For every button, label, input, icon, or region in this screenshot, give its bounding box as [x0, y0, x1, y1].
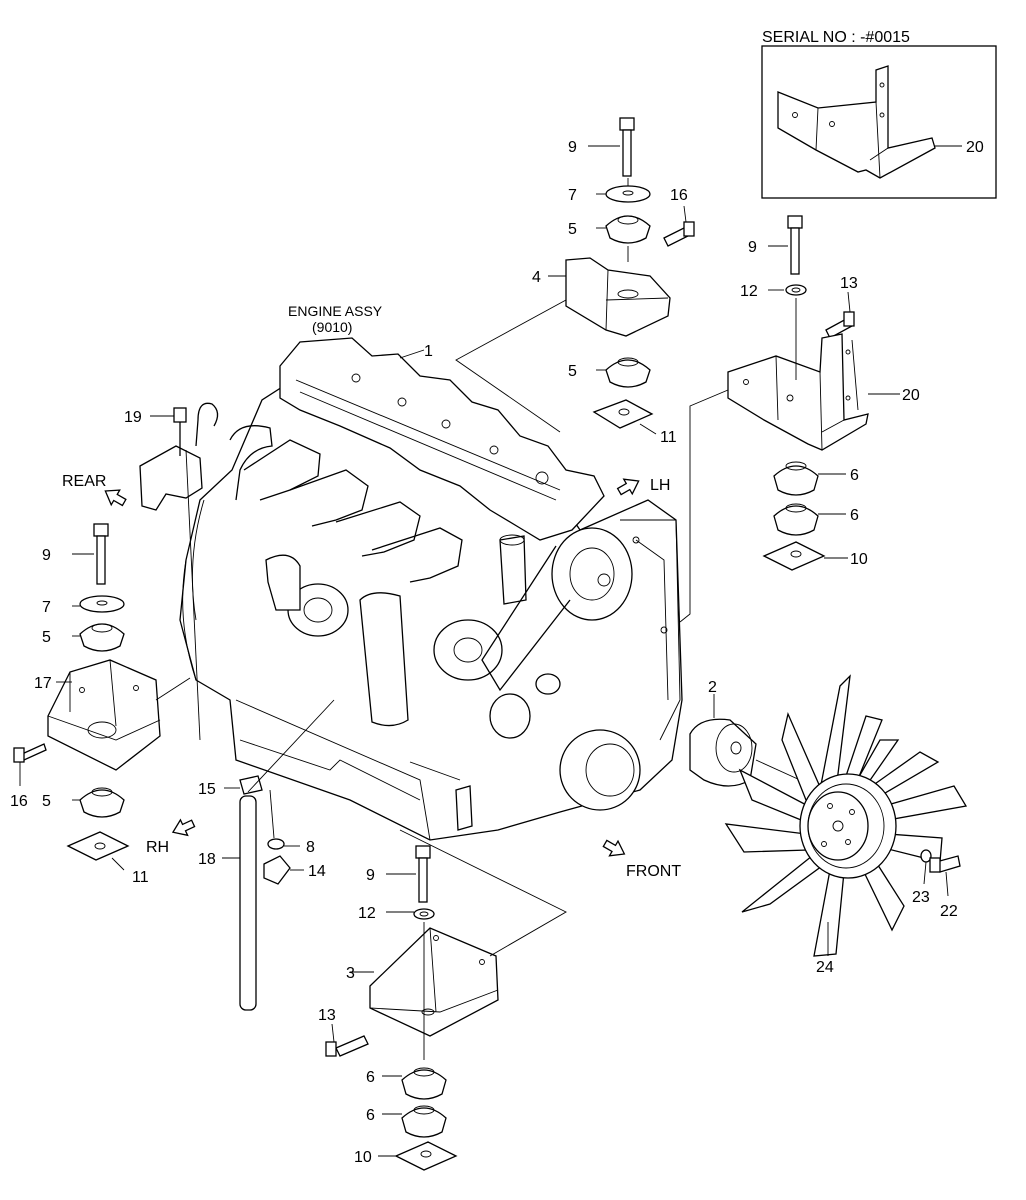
serial-label: SERIAL NO : -#0015: [762, 29, 910, 46]
callout-3: 3: [346, 965, 355, 982]
callout-18: 18: [198, 851, 216, 868]
callout-11-top: 11: [660, 429, 677, 446]
callout-15: 15: [198, 781, 216, 798]
fan-assembly: [689, 674, 968, 957]
engine-code: (9010): [312, 319, 352, 335]
left-mount-assembly: [13, 523, 191, 871]
callout-6-right-a: 6: [850, 467, 859, 484]
callout-6-bottom-a: 6: [366, 1069, 375, 1086]
callout-17: 17: [34, 675, 52, 692]
callout-1: 1: [424, 343, 433, 360]
callout-19: 19: [124, 409, 142, 426]
callout-4: 4: [532, 269, 541, 286]
callout-9-bottom: 9: [366, 867, 375, 884]
callout-5-mid: 5: [568, 363, 577, 380]
direction-rear: REAR: [62, 473, 106, 490]
callout-2: 2: [708, 679, 717, 696]
callout-10-right: 10: [850, 551, 868, 568]
callout-9-left: 9: [42, 547, 51, 564]
callout-9-right: 9: [748, 239, 757, 256]
callout-6-right-b: 6: [850, 507, 859, 524]
callout-14: 14: [308, 863, 326, 880]
callout-7-left: 7: [42, 599, 51, 616]
callout-24: 24: [816, 959, 834, 976]
direction-rh: RH: [146, 839, 169, 856]
callout-20-right: 20: [902, 387, 920, 404]
callout-13-bottom: 13: [318, 1007, 336, 1024]
callout-16-top: 16: [670, 187, 688, 204]
callout-8: 8: [306, 839, 315, 856]
direction-arrows: [104, 478, 640, 857]
callout-16-left: 16: [10, 793, 28, 810]
callout-6-bottom-b: 6: [366, 1107, 375, 1124]
callout-23: 23: [912, 889, 930, 906]
callout-9-top: 9: [568, 139, 577, 156]
callout-12-right: 12: [740, 283, 758, 300]
callout-10-bottom: 10: [354, 1149, 372, 1166]
direction-lh: LH: [650, 477, 670, 494]
engine-title: ENGINE ASSY: [288, 303, 383, 319]
dipstick-tube-parts: [222, 699, 335, 1011]
right-mount-assembly: [679, 215, 900, 623]
callout-7-top: 7: [568, 187, 577, 204]
direction-front: FRONT: [626, 863, 681, 880]
callout-5-left: 5: [42, 629, 51, 646]
engine-assembly: [179, 337, 683, 841]
callout-5-left-lower: 5: [42, 793, 51, 810]
callout-20-inset: 20: [966, 139, 984, 156]
top-mount-assembly: [455, 117, 695, 435]
callout-22: 22: [940, 903, 958, 920]
serial-inset: SERIAL NO : -#0015: [761, 29, 997, 199]
dipstick-bracket: [139, 402, 219, 741]
front-mount-assembly: [325, 829, 567, 1171]
callout-5-top: 5: [568, 221, 577, 238]
callout-12-bottom: 12: [358, 905, 376, 922]
callout-11-left: 11: [132, 869, 149, 886]
callout-13-right: 13: [840, 275, 858, 292]
